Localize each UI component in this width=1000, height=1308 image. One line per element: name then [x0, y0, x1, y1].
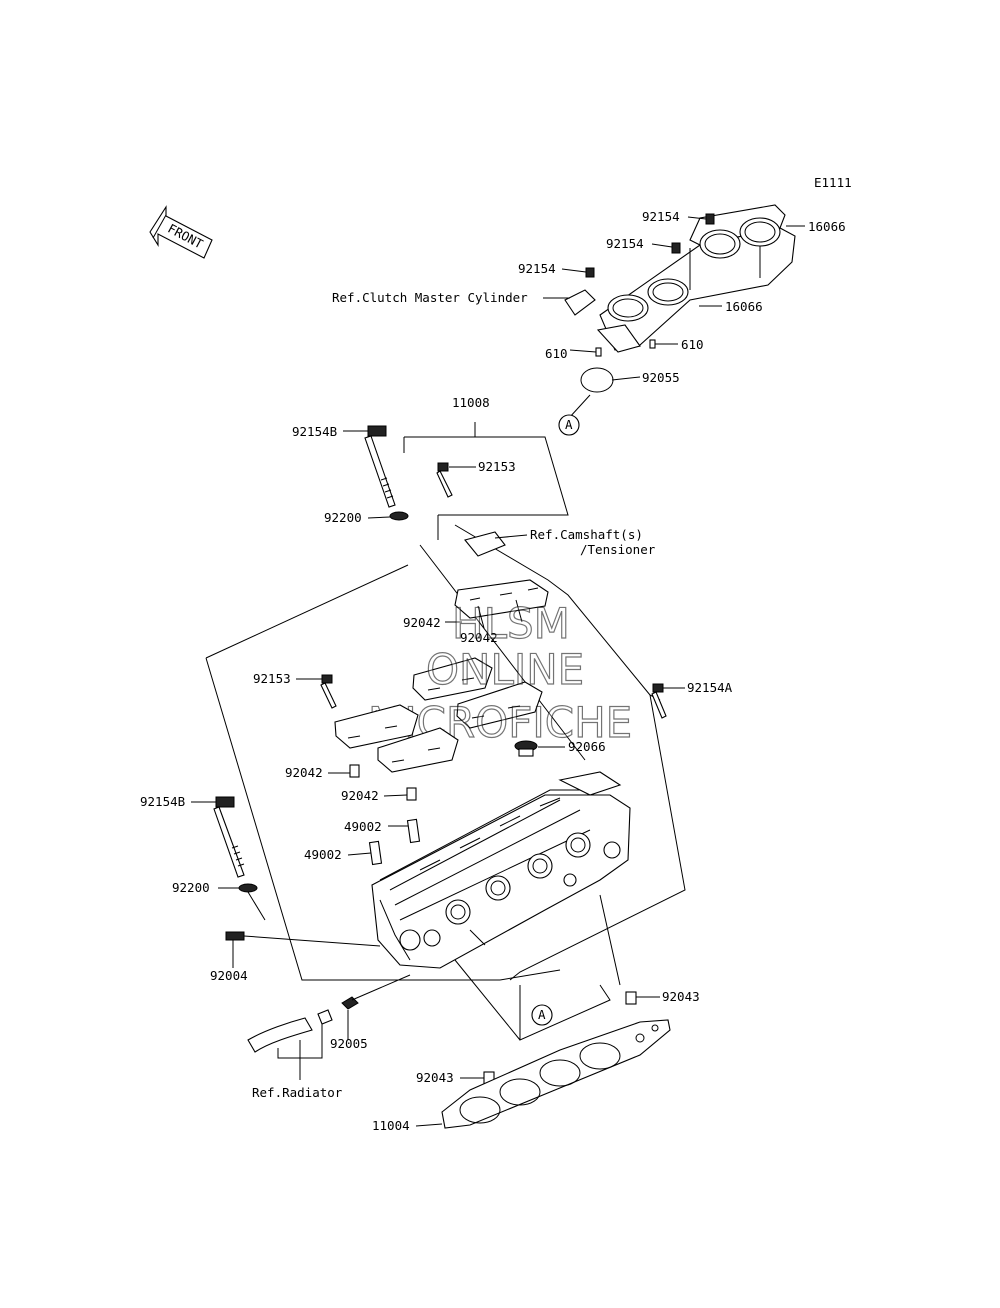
- valve-guide-49002-icon: [368, 840, 383, 866]
- callout-92042: 92042: [460, 630, 498, 645]
- ref-a-label: A: [565, 417, 573, 432]
- callout-ref-camshaft: Ref.Camshaft(s): [530, 527, 643, 542]
- o-ring-92055-icon: [580, 367, 614, 393]
- callout-ref-tensioner: /Tensioner: [580, 542, 656, 557]
- ref-a-circle-icon: [558, 414, 580, 436]
- bolt-92153-icon: [436, 462, 453, 498]
- dowel-92042-icon: [349, 764, 360, 778]
- callout-92055: 92055: [642, 370, 680, 385]
- callout-92042: 92042: [285, 765, 323, 780]
- callout-610: 610: [545, 346, 568, 361]
- dowel-610-icon: [595, 347, 602, 357]
- ref-a-label: A: [538, 1007, 546, 1022]
- dowel-610-icon: [649, 339, 656, 349]
- callout-92154: 92154: [642, 209, 680, 224]
- long-bolt-92154b-icon: [213, 796, 245, 878]
- camshaft-cap-middle-icon: [412, 657, 543, 729]
- callout-610: 610: [681, 337, 704, 352]
- dowel-92042-icon: [406, 787, 417, 801]
- callout-92066: 92066: [568, 739, 606, 754]
- oil-plug-92066-icon: [514, 740, 538, 757]
- camshaft-cap-lower-icon: [334, 704, 459, 773]
- callout-92154: 92154: [606, 236, 644, 251]
- bolt-92154a-icon: [651, 683, 667, 719]
- assembly-11008-outline: [205, 422, 686, 1041]
- callout-92042: 92042: [341, 788, 379, 803]
- callout-92005: 92005: [330, 1036, 368, 1051]
- callout-92154: 92154: [518, 261, 556, 276]
- callout-49002: 49002: [344, 819, 382, 834]
- dowel-92043-icon: [625, 991, 637, 1005]
- long-bolt-92154b-icon: [364, 425, 396, 508]
- callout-92153: 92153: [478, 459, 516, 474]
- ref-a-circle-icon: [531, 1004, 553, 1026]
- bolt-92153-icon: [320, 674, 337, 709]
- washer-92200-icon: [238, 883, 258, 893]
- camshaft-cap-upper-icon: [454, 579, 549, 629]
- tensioner-icon: [464, 531, 506, 557]
- washer-92200-icon: [389, 511, 409, 521]
- callout-ref-radiator: Ref.Radiator: [252, 1085, 343, 1100]
- head-gasket-11004-icon: [441, 1019, 671, 1129]
- radiator-hose-icon: [247, 1017, 313, 1053]
- callout-92154b: 92154B: [140, 794, 185, 809]
- callout-92200: 92200: [172, 880, 210, 895]
- callout-16066: 16066: [808, 219, 846, 234]
- svg-text:ONLINE: ONLINE: [426, 645, 584, 694]
- callout-49002: 49002: [304, 847, 342, 862]
- fitting-92005-icon: [317, 974, 411, 1025]
- svg-text:HLSM: HLSM: [452, 599, 570, 648]
- callout-92200: 92200: [324, 510, 362, 525]
- diagram-id: E1111: [814, 175, 852, 190]
- callout-92004: 92004: [210, 968, 248, 983]
- stud-92004-icon: [225, 931, 381, 947]
- callout-92154a: 92154A: [687, 680, 733, 695]
- cylinder-head-icon: [371, 771, 631, 969]
- valve-guide-49002-icon: [406, 818, 421, 844]
- callout-92043: 92043: [416, 1070, 454, 1085]
- callout-92153: 92153: [253, 671, 291, 686]
- callout-16066: 16066: [725, 299, 763, 314]
- callout-11004: 11004: [372, 1118, 410, 1133]
- callout-11008: 11008: [452, 395, 490, 410]
- callout-92042: 92042: [403, 615, 441, 630]
- callout-92154b: 92154B: [292, 424, 337, 439]
- front-arrow-icon: FRONT: [149, 205, 213, 259]
- callout-92043: 92043: [662, 989, 700, 1004]
- cylinder-block-16066: [564, 204, 796, 353]
- bolt-92154-icon: [585, 213, 715, 278]
- callout-ref-clutch-master-cylinder: Ref.Clutch Master Cylinder: [332, 290, 528, 305]
